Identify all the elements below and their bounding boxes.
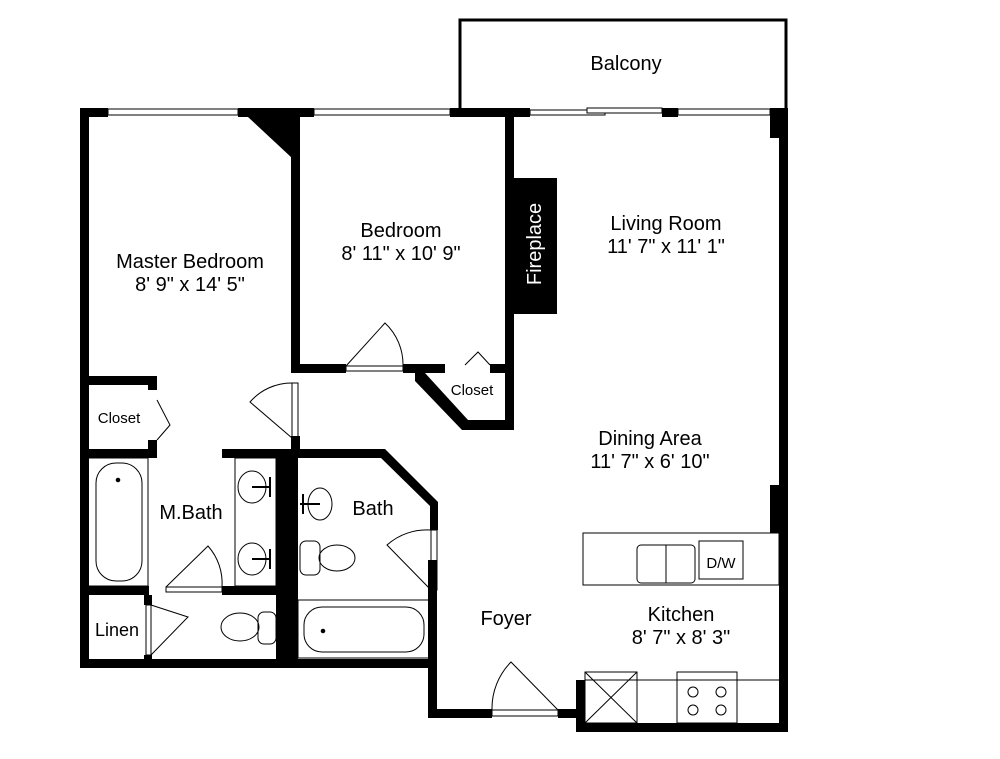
- dining-area-label: Dining Area: [598, 428, 702, 450]
- bedroom-closet-label: Closet: [451, 382, 494, 399]
- fixtures: [87, 457, 780, 724]
- living-room-dims: 11' 7" x 11' 1": [607, 236, 725, 258]
- bedroom-dims: 8' 11" x 10' 9": [341, 243, 460, 265]
- master-bedroom-dims: 8' 9" x 14' 5": [135, 274, 245, 296]
- windows: [107, 107, 771, 116]
- walls: [80, 108, 788, 732]
- bath-label: Bath: [352, 498, 393, 520]
- fireplace-label: Fireplace: [524, 203, 546, 285]
- master-bath-label: M.Bath: [159, 502, 222, 524]
- balcony: [458, 18, 788, 108]
- kitchen-dims: 8' 7" x 8' 3": [632, 627, 731, 649]
- kitchen-label: Kitchen: [648, 604, 715, 626]
- doors: [145, 322, 559, 717]
- dishwasher-label: D/W: [706, 555, 736, 572]
- room-labels: Balcony Master Bedroom 8' 9" x 14' 5" Be…: [95, 53, 736, 649]
- balcony-label: Balcony: [590, 53, 661, 75]
- foyer-label: Foyer: [480, 608, 531, 630]
- dining-area-dims: 11' 7" x 6' 10": [590, 451, 709, 473]
- master-closet-label: Closet: [98, 410, 141, 427]
- living-room-label: Living Room: [610, 213, 721, 235]
- linen-label: Linen: [95, 620, 139, 640]
- bedroom-label: Bedroom: [360, 220, 441, 242]
- master-bedroom-label: Master Bedroom: [116, 251, 264, 273]
